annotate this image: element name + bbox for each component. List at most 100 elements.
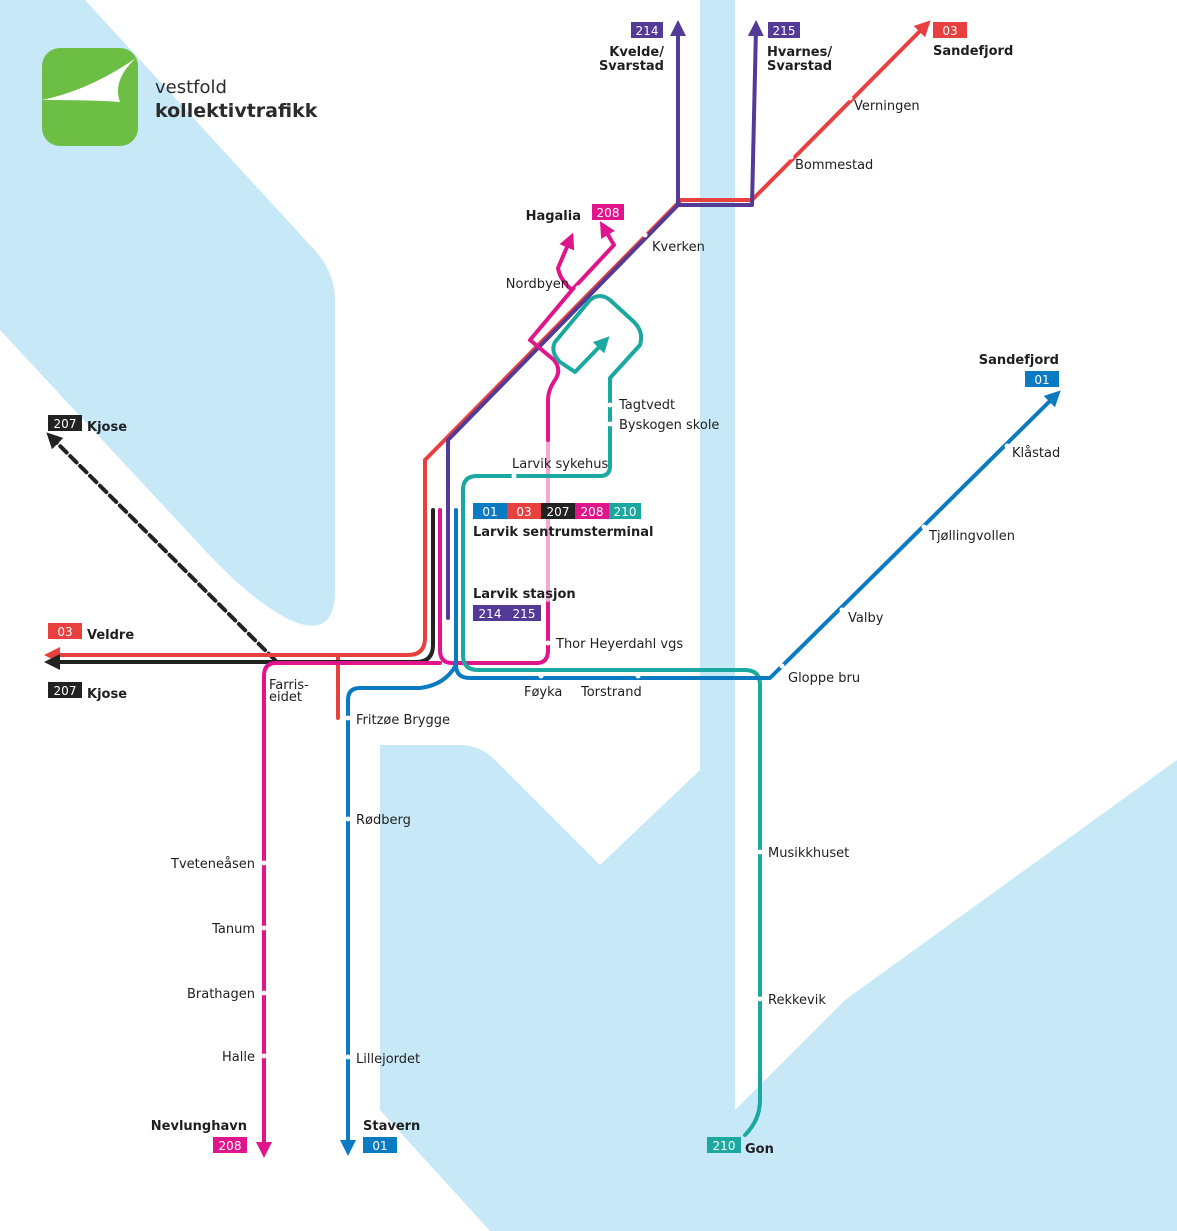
stop-dot-bommestad — [788, 154, 794, 160]
stop-dot-foyka — [538, 673, 544, 679]
terminal-kjose-bottom[interactable]: 207 Kjose — [48, 682, 127, 702]
stop-gloppe[interactable]: Gloppe bru — [788, 671, 860, 686]
terminal-hagalia[interactable]: 208 Hagalia — [526, 204, 624, 224]
stop-valby[interactable]: Valby — [848, 611, 884, 626]
stop-dot-torstrand — [635, 673, 641, 679]
route-badge-210-gon-text: 210 — [713, 1139, 736, 1153]
stop-tanum[interactable]: Tanum — [211, 922, 255, 937]
stop-dot-tveteneasen — [261, 860, 267, 866]
terminal-nevlunghavn-name: Nevlunghavn — [151, 1119, 247, 1134]
terminal-gon-name: Gon — [745, 1142, 774, 1157]
route-badge-207-top — [48, 415, 82, 431]
stop-tveteneasen[interactable]: Tveteneåsen — [170, 857, 255, 872]
water-south — [380, 745, 1177, 1231]
route-badge-215 — [768, 22, 800, 38]
route-badge-03 — [933, 22, 967, 38]
stop-dot-rodberg — [345, 816, 351, 822]
terminal-sandefjord-01[interactable]: Sandefjord 01 — [979, 353, 1059, 387]
terminal-stavern[interactable]: Stavern 01 — [363, 1119, 420, 1153]
route-badge-208-nevlunghavn-text: 208 — [219, 1139, 242, 1153]
terminal-hvarnes[interactable]: 215 Hvarnes/ Svarstad — [767, 22, 832, 74]
terminal-hvarnes-name1: Hvarnes/ — [767, 45, 832, 60]
stop-farris-2[interactable]: eidet — [269, 690, 302, 705]
terminal-hvarnes-name2: Svarstad — [767, 59, 832, 74]
stop-labels: Verningen Bommestad Kverken Nordbyen Tag… — [170, 99, 1060, 1067]
route-badge-210-gon — [707, 1137, 741, 1153]
stop-brathagen[interactable]: Brathagen — [187, 987, 255, 1002]
stop-rekkevik[interactable]: Rekkevik — [768, 993, 826, 1008]
route-210-south — [461, 508, 762, 1137]
terminal-nevlunghavn[interactable]: Nevlunghavn 208 — [151, 1119, 247, 1153]
hub-badge-208-text: 208 — [581, 505, 604, 519]
stop-nordbyen[interactable]: Nordbyen — [506, 277, 569, 292]
hub-badge-207 — [541, 503, 575, 519]
stop-tagtvedt[interactable]: Tagtvedt — [618, 398, 675, 413]
stop-rodberg[interactable]: Rødberg — [356, 813, 411, 828]
stop-dot-tjolling — [921, 524, 927, 530]
stop-verningen[interactable]: Verningen — [854, 99, 920, 114]
terminal-veldre[interactable]: 03 Veldre — [48, 623, 134, 643]
route-208-line — [438, 508, 550, 665]
hub-badge-208 — [575, 503, 609, 519]
stop-dot-valby — [839, 607, 845, 613]
terminal-sandefjord-03[interactable]: 03 Sandefjord — [933, 22, 1013, 59]
hub-stasjon-name: Larvik stasjon — [473, 587, 576, 602]
route-badge-208-nevlunghavn — [213, 1137, 247, 1153]
brand-logo: vestfold kollektivtrafikk — [42, 48, 318, 146]
terminal-kjose-top[interactable]: 207 Kjose — [48, 415, 127, 435]
route-badge-207-top-text: 207 — [54, 417, 77, 431]
stop-thor[interactable]: Thor Heyerdahl vgs — [555, 637, 683, 652]
terminal-gon[interactable]: 210 Gon — [707, 1137, 774, 1157]
stop-klastad[interactable]: Klåstad — [1012, 446, 1060, 461]
stop-bommestad[interactable]: Bommestad — [795, 158, 873, 173]
stop-tjolling[interactable]: Tjøllingvollen — [928, 529, 1015, 544]
stop-dot-sykehus — [511, 473, 517, 479]
stop-dot-lillejordet — [345, 1054, 351, 1060]
stop-fritzoe[interactable]: Fritzøe Brygge — [356, 713, 450, 728]
hub-stasjon[interactable]: Larvik stasjon 214 215 — [473, 587, 576, 621]
route-lines — [44, 20, 1061, 1158]
route-badge-03-veldre — [48, 623, 82, 639]
route-208-south — [256, 661, 442, 1158]
route-badge-215-text: 215 — [773, 24, 796, 38]
hub-badge-215-text: 215 — [513, 607, 536, 621]
hub-badge-210 — [609, 503, 641, 519]
route-badge-03-veldre-text: 03 — [57, 625, 72, 639]
route-207-dashed — [46, 432, 277, 662]
route-215-line — [676, 20, 764, 207]
hub-badge-03-text: 03 — [516, 505, 531, 519]
stop-dot-klastad — [1004, 443, 1010, 449]
stop-byskogen[interactable]: Byskogen skole — [619, 418, 719, 433]
stop-markers — [261, 95, 1010, 1060]
terminal-kvelde[interactable]: 214 Kvelde/ Svarstad — [599, 22, 664, 74]
hub-sentrumsterminal[interactable]: 01 03 207 208 210 Larvik sentrumstermina… — [473, 503, 653, 540]
stop-dot-rekkevik — [757, 996, 763, 1002]
logo-line2: kollektivtrafikk — [155, 100, 318, 122]
route-badge-214-text: 214 — [636, 24, 659, 38]
hub-badge-214 — [473, 605, 507, 621]
route-badge-01-sandefjord — [1025, 371, 1059, 387]
route-badge-01-stavern-text: 01 — [372, 1139, 387, 1153]
route-badge-03-text: 03 — [942, 24, 957, 38]
route-01-south — [340, 663, 458, 1156]
stop-dot-musikkhuset — [757, 849, 763, 855]
logo-road-swoosh-icon — [42, 58, 136, 102]
stop-sykehus[interactable]: Larvik sykehus — [512, 457, 609, 472]
stop-halle[interactable]: Halle — [222, 1050, 255, 1065]
hub-badge-01 — [473, 503, 507, 519]
stop-torstrand[interactable]: Torstrand — [580, 685, 642, 700]
logo-line1: vestfold — [155, 77, 227, 98]
route-210-line — [461, 294, 644, 512]
route-208-north — [528, 232, 575, 442]
stop-foyka[interactable]: Føyka — [524, 685, 562, 700]
stop-musikkhuset[interactable]: Musikkhuset — [768, 846, 849, 861]
route-badge-214 — [631, 22, 663, 38]
route-badge-208-hagalia — [592, 204, 624, 220]
stop-kverken[interactable]: Kverken — [652, 240, 705, 255]
stop-lillejordet[interactable]: Lillejordet — [356, 1052, 420, 1067]
stop-farris-1[interactable]: Farris- — [269, 678, 309, 693]
stop-dot-thor — [545, 640, 551, 646]
water-northwest — [0, 0, 335, 626]
